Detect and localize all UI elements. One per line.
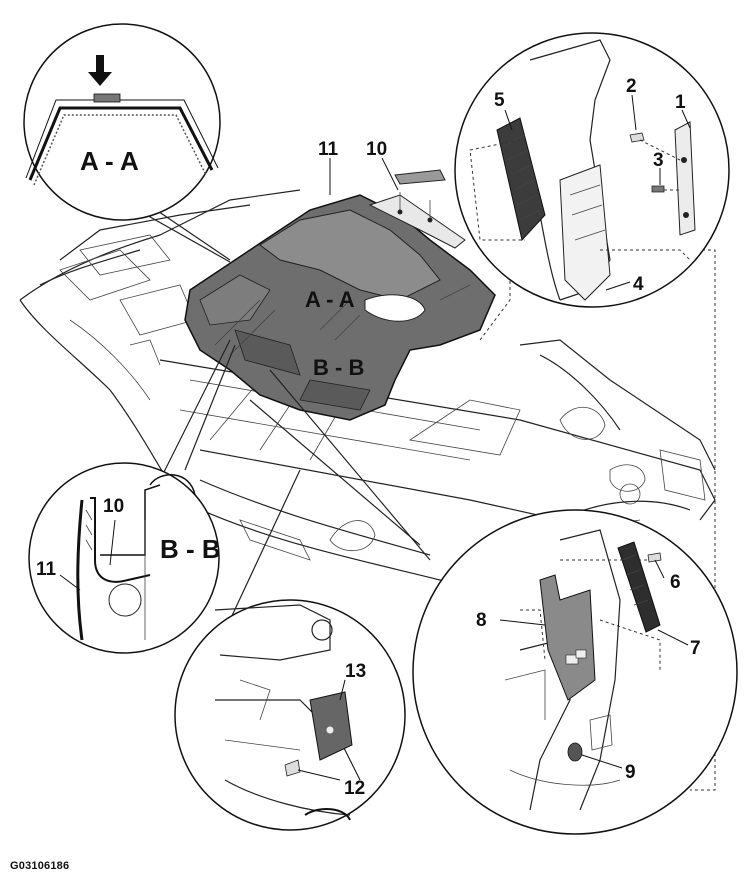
callout-5: 5 — [494, 90, 505, 111]
callout-3: 3 — [653, 150, 664, 171]
callout-10-detail: 10 — [103, 496, 124, 517]
floor-carpet-part-11 — [184, 194, 496, 421]
callout-13: 13 — [345, 661, 366, 682]
callout-10-main: 10 — [366, 139, 387, 160]
section-label-b-b-main: B - B — [313, 355, 364, 380]
detail-circle-parts-1-5 — [454, 32, 730, 308]
callout-12: 12 — [344, 778, 365, 799]
detail-circle-parts-6-9 — [412, 509, 738, 835]
detail-circle-a-a — [23, 23, 221, 221]
section-label-b-b-detail: B - B — [160, 534, 221, 564]
section-label-a-a-detail: A - A — [80, 146, 139, 176]
figure-id-label: G03106186 — [10, 860, 70, 872]
callout-4: 4 — [633, 274, 644, 295]
section-label-a-a-main: A - A — [305, 287, 355, 312]
callout-9: 9 — [625, 762, 636, 783]
trim-strip-part-10 — [368, 169, 466, 249]
detail-circle-parts-12-13 — [174, 599, 406, 831]
callout-8: 8 — [476, 610, 487, 631]
callout-7: 7 — [690, 638, 701, 659]
callout-11-main: 11 — [318, 139, 339, 160]
detail-circle-b-b — [28, 462, 220, 654]
callout-6: 6 — [670, 572, 681, 593]
callout-2: 2 — [626, 76, 637, 97]
callout-11-detail: 11 — [36, 559, 57, 580]
callout-1: 1 — [675, 92, 686, 113]
callout-leaders — [59, 94, 691, 781]
